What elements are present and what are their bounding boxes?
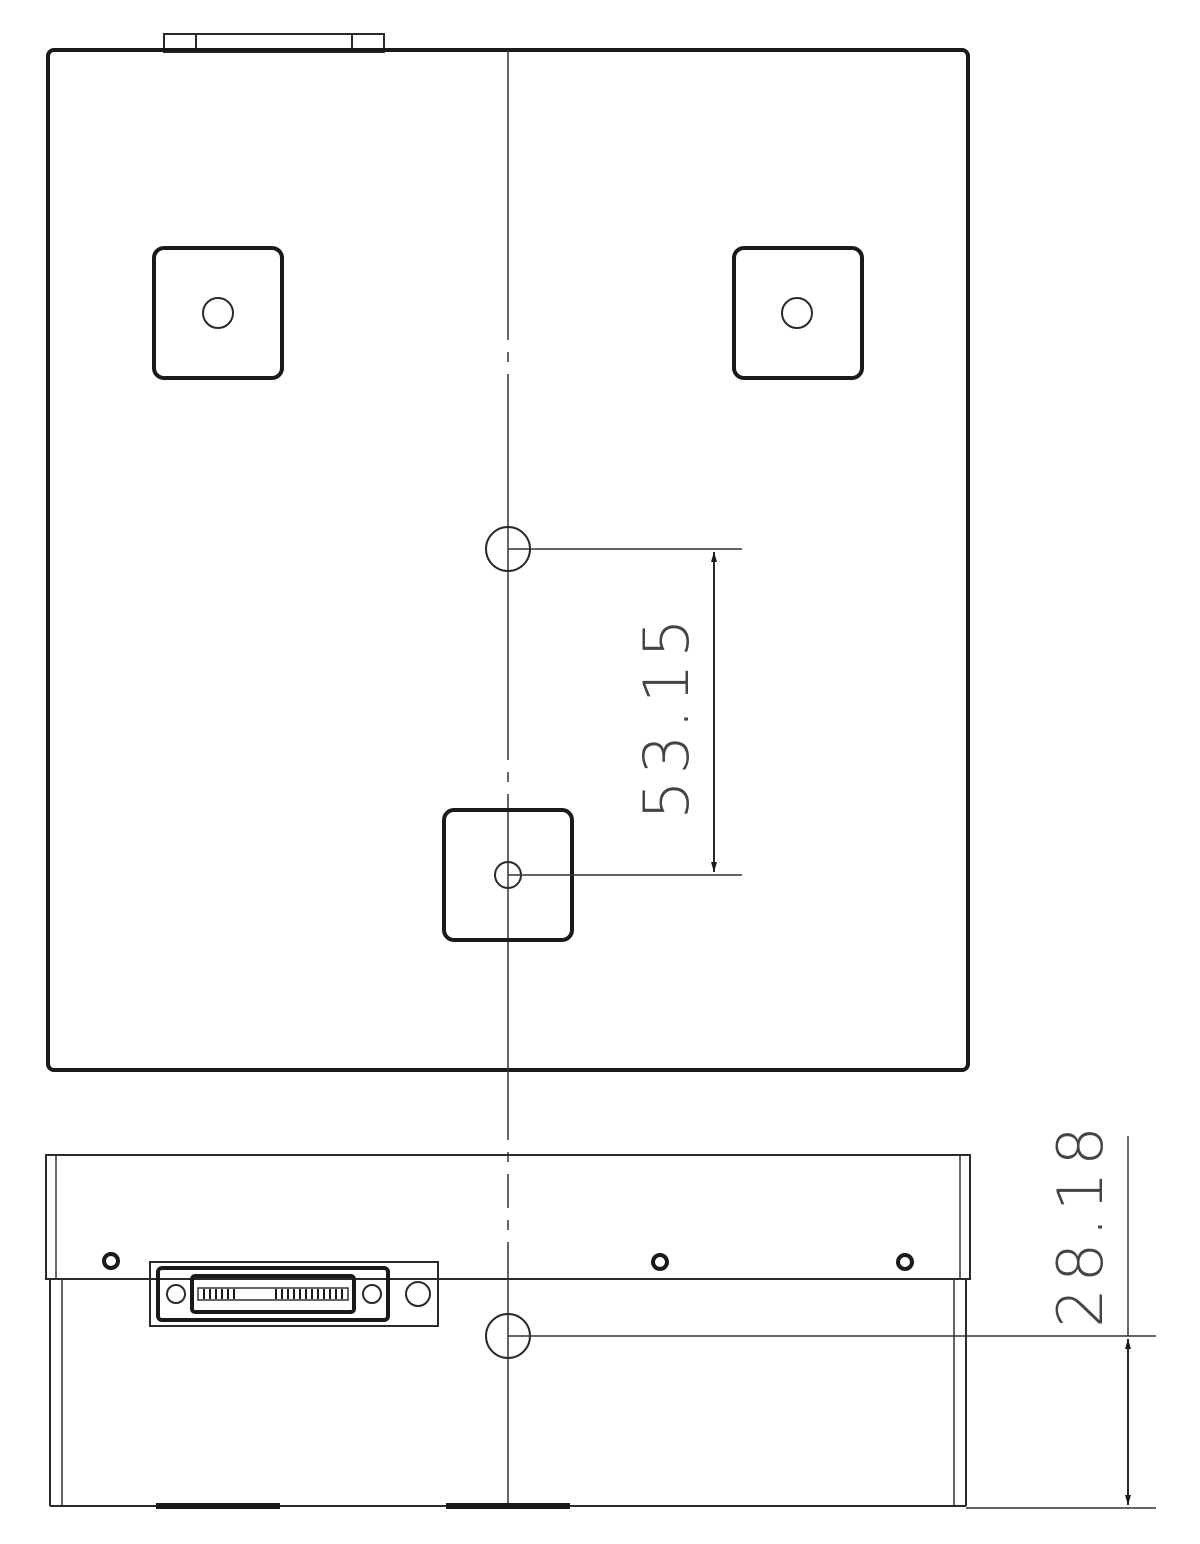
screw-hole-1 [102, 1252, 120, 1270]
side-connector [149, 1261, 439, 1327]
mounting-pad-right [732, 246, 864, 380]
screw-hole-3 [896, 1253, 914, 1271]
dimension-vertical-spacing: 53.15 [508, 548, 742, 876]
connector-pins [203, 1289, 343, 1299]
side-view: 28.18 [45, 1120, 1156, 1509]
screw-hole-2 [651, 1253, 669, 1271]
mounting-pad-left [152, 246, 284, 380]
dimension-label-height: 28.18 [1044, 1120, 1117, 1328]
dimension-label-spacing: 53.15 [630, 612, 703, 820]
side-view-lid [45, 1154, 971, 1280]
side-view-body [49, 1279, 967, 1509]
top-view: 53.15 [46, 33, 970, 1506]
dimension-hole-height: 28.18 [508, 1120, 1156, 1509]
